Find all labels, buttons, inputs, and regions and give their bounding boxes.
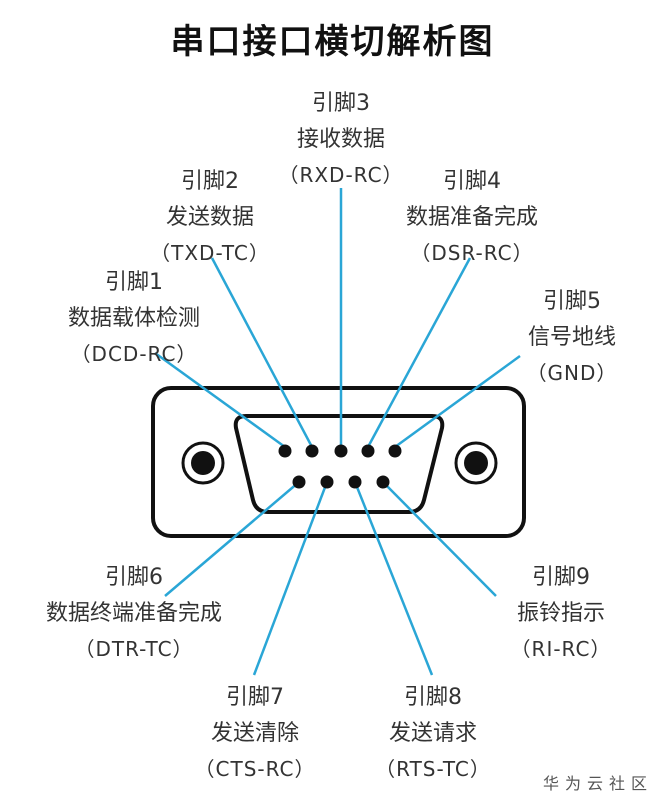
pin-dot-9 (376, 475, 390, 489)
pin-9-name: 引脚9 (532, 565, 590, 590)
pin-8-code: （RTS-TC） (375, 757, 491, 781)
pin-1-function: 数据载体检测 (67, 306, 200, 331)
leader-line-pin-8 (353, 481, 434, 676)
leader-line-pin-1 (154, 351, 286, 449)
pin-label-4: 引脚4 数据准备完成 （DSR-RC） (372, 164, 572, 270)
leader-line-pin-2 (210, 257, 314, 448)
pin-8-function: 发送请求 (388, 721, 477, 746)
pin-dots (278, 444, 402, 489)
leader-line-pin-6 (164, 481, 300, 597)
pin-1-name: 引脚1 (105, 270, 163, 295)
pin-3-name: 引脚3 (312, 91, 370, 116)
pin-label-7: 引脚7 发送清除 （CTS-RC） (160, 680, 350, 786)
pin-label-9: 引脚9 振铃指示 （RI-RC） (486, 560, 636, 666)
pin-7-code: （CTS-RC） (194, 757, 316, 781)
pin-label-1: 引脚1 数据载体检测 （DCD-RC） (24, 265, 244, 371)
pin-6-function: 数据终端准备完成 (45, 601, 222, 626)
leader-line-pin-7 (252, 481, 329, 676)
pin-label-8: 引脚8 发送请求 （RTS-TC） (338, 680, 528, 786)
pin-5-code: （GND） (526, 361, 618, 385)
leader-line-pin-5 (394, 354, 521, 449)
pin-7-name: 引脚7 (226, 685, 284, 710)
pin-8-name: 引脚8 (404, 685, 462, 710)
pin-label-2: 引脚2 发送数据 （TXD-TC） (110, 164, 310, 270)
pin-4-code: （DSR-RC） (410, 241, 534, 265)
right-mounting-hole (454, 441, 498, 485)
pin-label-5: 引脚5 信号地线 （GND） (497, 284, 647, 390)
pin-9-function: 振铃指示 (516, 601, 605, 626)
pin-3-function: 接收数据 (296, 127, 385, 152)
diagram-title: 串口接口横切解析图 (170, 22, 495, 62)
pin-5-function: 信号地线 (527, 325, 616, 350)
pin-dot-7 (320, 475, 334, 489)
pin-dot-4 (361, 444, 375, 458)
pin-3-code: （RXD-RC） (278, 163, 404, 187)
leader-line-pin-4 (366, 257, 472, 448)
watermark-text: 华为云社区 (542, 774, 653, 793)
pin-2-code: （TXD-TC） (150, 241, 270, 265)
pin-dot-8 (348, 475, 362, 489)
pin-9-code: （RI-RC） (510, 637, 612, 661)
pin-7-function: 发送清除 (210, 721, 299, 746)
leader-line-pin-9 (382, 481, 497, 597)
connector-outer-shell (151, 386, 526, 538)
leader-lines (154, 188, 521, 676)
pin-dot-6 (292, 475, 306, 489)
pin-4-name: 引脚4 (443, 169, 501, 194)
pin-dot-3 (334, 444, 348, 458)
pin-6-code: （DTR-TC） (74, 637, 194, 661)
pin-dot-5 (388, 444, 402, 458)
pin-6-name: 引脚6 (105, 565, 163, 590)
pin-label-3: 引脚3 接收数据 （RXD-RC） (241, 86, 441, 192)
pin-dot-2 (305, 444, 319, 458)
left-mounting-hole (181, 441, 225, 485)
pin-2-name: 引脚2 (181, 169, 239, 194)
pin-label-6: 引脚6 数据终端准备完成 （DTR-TC） (14, 560, 254, 666)
pin-dot-1 (278, 444, 292, 458)
pin-2-function: 发送数据 (165, 205, 254, 230)
connector-d-shape (233, 414, 445, 514)
pin-4-function: 数据准备完成 (405, 205, 538, 230)
pin-1-code: （DCD-RC） (70, 342, 198, 366)
pin-5-name: 引脚5 (543, 289, 601, 314)
